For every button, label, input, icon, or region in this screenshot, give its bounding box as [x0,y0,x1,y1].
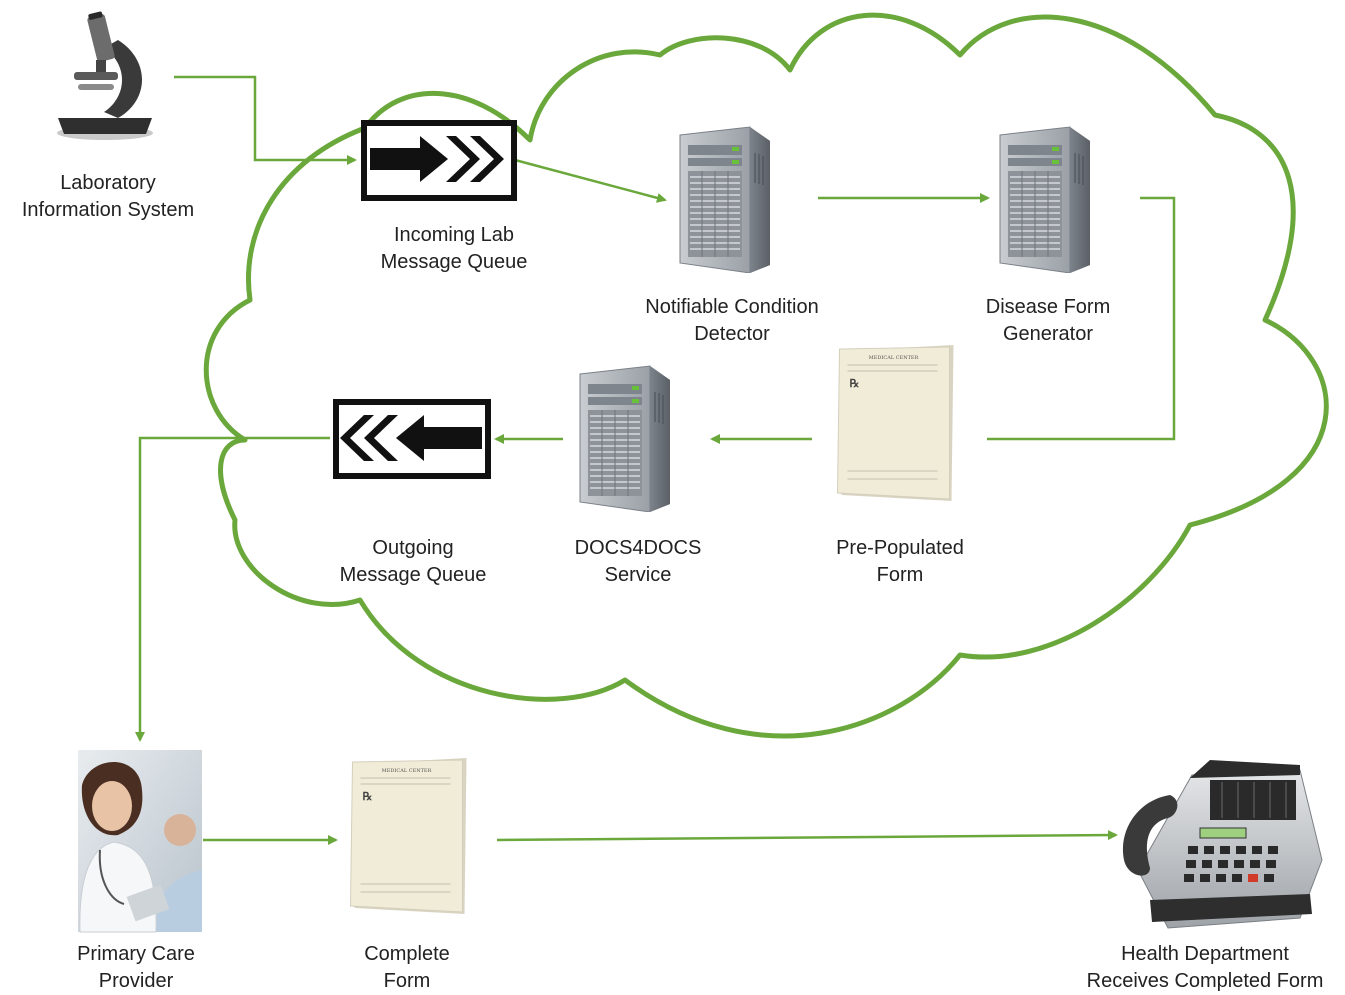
server-tower-icon [999,126,1091,273]
label-line: Message Queue [380,251,528,273]
forward-arrow-queue-icon [361,120,517,201]
label-line: Incoming Lab [393,224,515,246]
label-health-department: Health Department Receives Completed For… [1066,941,1344,995]
label-laboratory-information-system: Laboratory Information System [0,170,216,224]
edge-outgoing-to-provider [135,436,330,742]
label-line: Disease Form [985,296,1111,318]
medical-form-icon [349,758,468,915]
doctor-patient-photo [78,750,203,933]
label-disease-form-generator: Disease Form Generator [948,294,1148,348]
cloud-outline [203,12,1329,739]
label-line: Service [604,564,672,586]
label-line: Health Department [1121,943,1289,965]
label-primary-care-provider: Primary Care Provider [46,941,226,995]
label-line: Form [383,970,431,992]
label-line: Laboratory [60,172,156,194]
label-line: Form [876,564,924,586]
label-line: Message Queue [339,564,487,586]
edge-lab-to-incoming [174,75,357,165]
label-docs4docs-service: DOCS4DOCS Service [548,535,728,589]
server-tower-icon [579,365,671,512]
label-notifiable-condition-detector: Notifiable Condition Detector [612,294,852,348]
label-line: Information System [21,199,195,221]
label-line: Notifiable Condition [645,296,819,318]
label-line: Receives Completed Form [1086,970,1324,992]
edge-generator-to-prepop [987,196,1176,441]
fax-machine-icon [1122,760,1323,929]
medical-form-icon [836,345,955,502]
label-line: DOCS4DOCS [574,537,702,559]
backward-arrow-queue-icon [333,399,491,479]
label-incoming-lab-message-queue: Incoming Lab Message Queue [344,222,564,276]
label-line: Pre-Populated [836,537,964,559]
edge-incoming-to-detector [514,158,667,203]
microscope-icon [57,11,153,140]
label-line: Detector [694,323,770,345]
server-tower-icon [679,126,771,273]
edge-complete-to-health [496,830,1118,842]
label-line: Provider [98,970,174,992]
label-line: Complete [364,943,450,965]
label-complete-form: Complete Form [327,941,487,995]
label-pre-populated-form: Pre-Populated Form [800,535,1000,589]
label-line: Generator [1002,323,1094,345]
label-line: Outgoing [372,537,454,559]
label-outgoing-message-queue: Outgoing Message Queue [313,535,513,589]
label-line: Primary Care [77,943,195,965]
